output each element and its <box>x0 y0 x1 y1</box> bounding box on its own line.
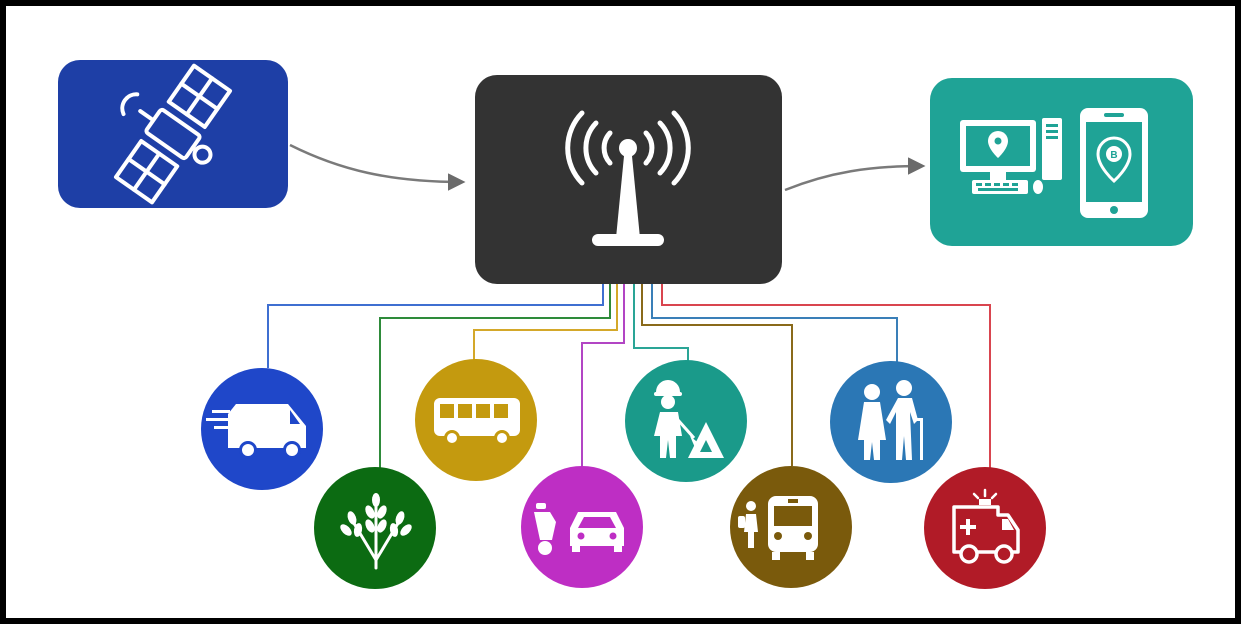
wireless-tower-icon <box>565 110 691 246</box>
desktop-computer-location-icon <box>960 118 1062 194</box>
device-ambulance <box>924 467 1046 589</box>
motorbike-car-icon <box>534 503 624 555</box>
wire-ambulance <box>661 284 991 468</box>
device-school-bus <box>730 466 852 588</box>
satellite-node <box>58 60 288 208</box>
smartphone-location-icon: B <box>1080 108 1148 218</box>
hub-to-output-arrow <box>784 157 926 192</box>
wire-road-worker <box>633 284 689 362</box>
device-personal-vehicles <box>521 466 643 588</box>
satellite-icon <box>113 63 233 205</box>
wire-bus <box>473 284 618 362</box>
connector-wires <box>267 284 991 470</box>
wheat-icon <box>340 493 412 570</box>
wire-delivery-van <box>267 284 604 368</box>
elderly-couple-icon <box>858 380 923 460</box>
device-elderly-care <box>830 361 952 483</box>
svg-text:B: B <box>1110 150 1117 161</box>
wire-elderly-care <box>651 284 898 362</box>
device-bus <box>415 359 537 481</box>
bus-icon <box>434 398 520 446</box>
tracking-display-node: B <box>930 78 1193 246</box>
device-agriculture <box>314 467 436 589</box>
ambulance-icon <box>952 488 1020 564</box>
wire-agriculture <box>379 284 611 470</box>
device-road-worker <box>625 360 747 482</box>
device-delivery-van <box>201 368 323 490</box>
delivery-van-icon <box>206 404 306 459</box>
tower-hub-node <box>475 75 782 284</box>
road-worker-icon <box>654 380 724 458</box>
wire-school-bus <box>641 284 793 466</box>
school-bus-icon <box>738 496 818 560</box>
satellite-to-hub-arrow <box>289 143 466 191</box>
wire-personal-vehicles <box>581 284 625 470</box>
